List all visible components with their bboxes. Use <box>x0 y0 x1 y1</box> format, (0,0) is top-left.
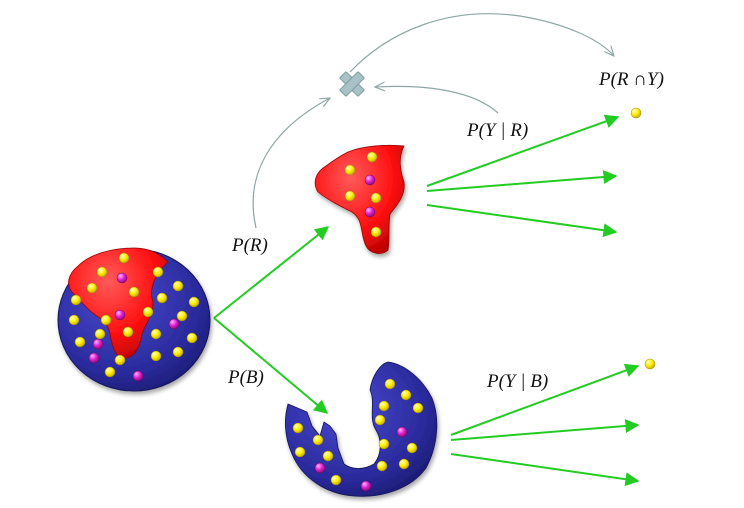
yellow-ball-icon <box>376 460 388 472</box>
magenta-ball-icon <box>168 318 180 330</box>
yellow-ball-icon <box>86 282 98 294</box>
full-urn <box>57 247 211 392</box>
yellow-ball-icon <box>150 328 162 340</box>
blue-piece <box>284 361 438 497</box>
magenta-ball-icon <box>314 462 326 474</box>
yellow-ball-icon <box>152 266 164 278</box>
magenta-ball-icon <box>92 338 104 350</box>
yellow-ball-icon <box>122 326 134 338</box>
magenta-ball-icon <box>360 480 372 492</box>
green-arrows <box>213 114 640 487</box>
yellow-ball-icon <box>94 328 106 340</box>
yellow-ball-icon <box>292 422 304 434</box>
arrow-red-outcome-3 <box>426 204 618 238</box>
yellow-ball-icon <box>644 358 656 370</box>
yellow-ball-icon <box>378 438 390 450</box>
label-p-y-given-b: P(Y | B) <box>486 371 548 392</box>
label-p-r-and-y: P(R ∩Y) <box>598 69 664 90</box>
label-p-y-given-r: P(Y | R) <box>466 120 528 141</box>
arrow-to-red-piece <box>213 226 330 319</box>
urn-red-region <box>68 247 169 359</box>
yellow-ball-icon <box>172 280 184 292</box>
yellow-ball-icon <box>150 350 162 362</box>
magenta-ball-icon <box>364 174 376 186</box>
yellow-ball-icon <box>74 336 86 348</box>
yellow-ball-icon <box>330 474 342 486</box>
yellow-ball-icon <box>322 450 334 462</box>
red-piece <box>314 144 405 254</box>
curve-p-r-to-cross <box>252 98 330 229</box>
gray-curves <box>252 13 614 229</box>
cross-icon <box>339 71 365 97</box>
yellow-ball-icon <box>400 389 412 401</box>
yellow-ball-icon <box>176 310 188 322</box>
yellow-ball-icon <box>344 164 356 176</box>
yellow-ball-icon <box>114 354 126 366</box>
yellow-ball-icon <box>172 346 184 358</box>
yellow-ball-icon <box>630 107 642 119</box>
magenta-ball-icon <box>396 426 408 438</box>
yellow-ball-icon <box>186 332 198 344</box>
yellow-ball-icon <box>142 306 154 318</box>
curve-p-y-given-r-to-cross <box>375 86 499 114</box>
label-p-r: P(R) <box>231 235 268 256</box>
label-p-b: P(B) <box>227 367 264 388</box>
yellow-ball-icon <box>370 192 382 204</box>
yellow-ball-icon <box>384 378 396 390</box>
yellow-ball-icon <box>294 446 306 458</box>
magenta-ball-icon <box>364 206 376 218</box>
arrow-red-outcome-1 <box>426 114 620 187</box>
arrow-blue-outcome-2 <box>450 419 640 441</box>
yellow-ball-icon <box>374 414 386 426</box>
yellow-ball-icon <box>366 151 378 163</box>
magenta-ball-icon <box>132 370 144 382</box>
yellow-ball-icon <box>118 252 130 264</box>
yellow-ball-icon <box>344 190 356 202</box>
yellow-ball-icon <box>156 292 168 304</box>
arrow-blue-outcome-3 <box>450 453 640 487</box>
arrow-red-outcome-2 <box>426 170 618 192</box>
yellow-ball-icon <box>70 294 82 306</box>
yellow-ball-icon <box>398 458 410 470</box>
yellow-ball-icon <box>68 314 80 326</box>
magenta-ball-icon <box>114 309 126 321</box>
yellow-ball-icon <box>100 314 112 326</box>
yellow-ball-icon <box>188 296 200 308</box>
arrow-blue-outcome-1 <box>450 363 640 436</box>
magenta-ball-icon <box>116 272 128 284</box>
arrow-to-blue-piece <box>213 317 329 414</box>
yellow-ball-icon <box>412 402 424 414</box>
magenta-ball-icon <box>88 352 100 364</box>
yellow-ball-icon <box>378 400 390 412</box>
yellow-ball-icon <box>406 442 418 454</box>
yellow-ball-icon <box>370 226 382 238</box>
yellow-ball-icon <box>104 366 116 378</box>
yellow-ball-icon <box>312 434 324 446</box>
curve-cross-to-p-r-and-y <box>349 13 614 73</box>
yellow-ball-icon <box>96 266 108 278</box>
balls <box>68 107 656 492</box>
yellow-ball-icon <box>128 286 140 298</box>
